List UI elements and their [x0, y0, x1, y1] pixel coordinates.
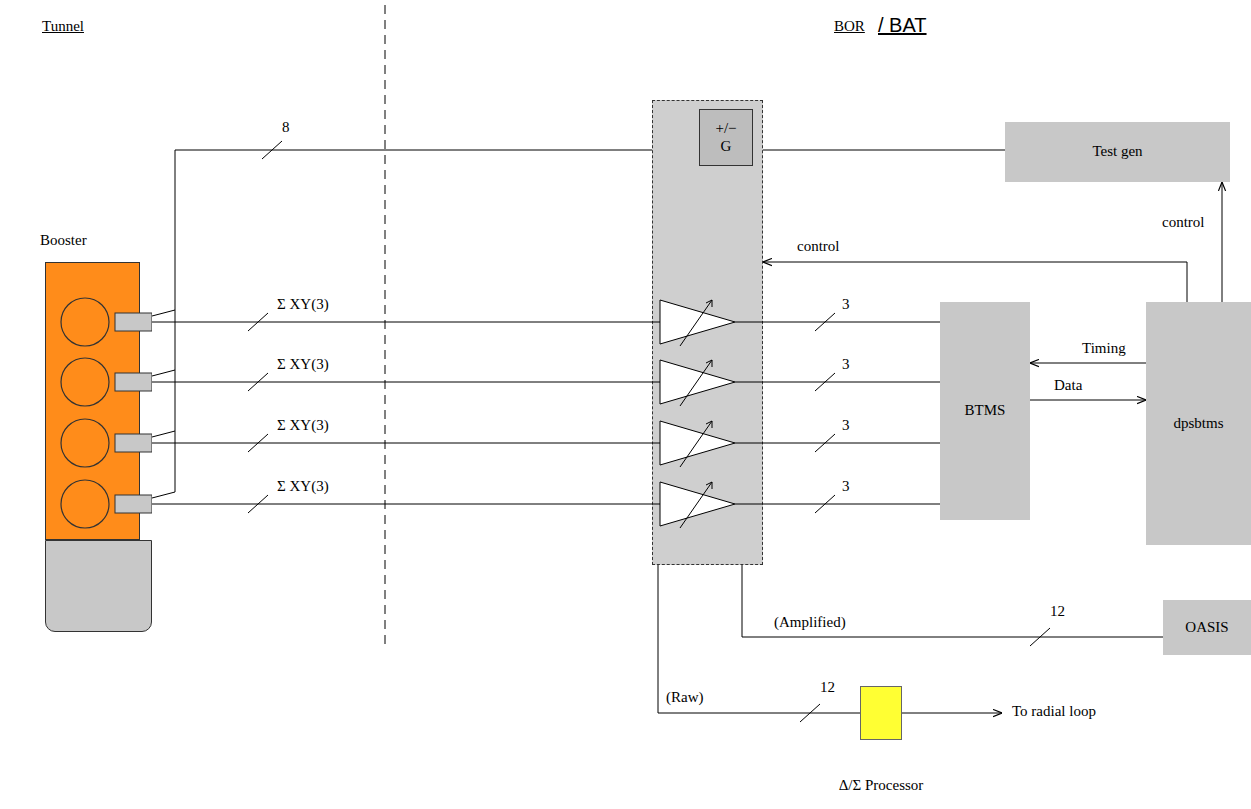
signal-line — [1030, 400, 1146, 401]
edge-label: Σ XY(3) — [275, 417, 331, 434]
signal-line — [763, 504, 940, 505]
edge-label: control — [795, 238, 842, 255]
edge-label: (Raw) — [664, 689, 706, 706]
edge-label: 3 — [840, 356, 852, 373]
delta-sigma-processor: Δ/Σ Processor — [860, 686, 902, 740]
edge-label: Σ XY(3) — [275, 478, 331, 495]
edge-label: Σ XY(3) — [275, 356, 331, 373]
node-label: Booster — [40, 232, 87, 249]
bus-width: 12 — [818, 679, 837, 696]
node-text: +/−G — [700, 110, 752, 165]
booster-cavities — [40, 262, 152, 540]
node-label: G — [721, 138, 732, 155]
signal-line — [152, 322, 652, 323]
edge-label: Timing — [1080, 340, 1128, 357]
region-label: / BAT — [876, 14, 929, 37]
output-arrow — [902, 713, 1002, 714]
test-generator: Test gen — [1005, 122, 1230, 182]
node-text: BTMS — [940, 302, 1030, 520]
node-label: dpsbtms — [1173, 415, 1223, 432]
edge-label: (Amplified) — [772, 614, 848, 631]
signal-line — [753, 150, 1005, 151]
signal-line — [152, 504, 652, 505]
signal-line — [763, 262, 1187, 302]
node-text: OASIS — [1163, 600, 1251, 655]
signal-line — [742, 565, 1163, 637]
signal-line — [152, 150, 699, 498]
btms-box: BTMS — [940, 302, 1030, 520]
output-label: To radial loop — [1010, 703, 1098, 720]
tunnel-boundary — [385, 5, 386, 650]
booster-ring: Booster — [40, 262, 152, 632]
amplifier-symbols — [652, 100, 763, 565]
signal-line — [152, 382, 652, 383]
booster-base — [45, 540, 152, 632]
edge-label: 8 — [280, 119, 292, 136]
dpsbtms-box: dpsbtms — [1146, 302, 1251, 545]
edge-label: control — [1160, 214, 1207, 231]
node-text: dpsbtms — [1146, 302, 1251, 545]
signal-line — [763, 443, 940, 444]
node-label: BTMS — [965, 402, 1006, 419]
edge-label: Σ XY(3) — [275, 296, 331, 313]
oasis-box: OASIS — [1163, 600, 1251, 655]
signal-line — [763, 322, 940, 323]
node-label: Test gen — [1092, 143, 1142, 160]
node-label: OASIS — [1185, 619, 1228, 636]
signal-line — [1030, 363, 1146, 364]
node-label: Δ/Σ Processor — [839, 777, 924, 794]
node-text: Test gen — [1005, 122, 1230, 182]
edge-label: 3 — [840, 478, 852, 495]
signal-line — [763, 382, 940, 383]
region-label: Tunnel — [40, 18, 86, 35]
edge-label: Data — [1052, 377, 1084, 394]
gain-box: +/−G — [699, 109, 753, 166]
pickup-taps — [152, 310, 175, 437]
edge-label: 3 — [840, 417, 852, 434]
signal-line — [1222, 182, 1223, 302]
signal-line — [658, 565, 860, 713]
bus-width: 12 — [1048, 603, 1067, 620]
node-label: +/− — [715, 120, 736, 137]
amplifier-panel: +/−G — [652, 100, 763, 565]
signal-line — [152, 443, 652, 444]
bus-slashes — [248, 141, 1050, 722]
region-label: BOR — [832, 18, 867, 35]
edge-label: 3 — [840, 296, 852, 313]
